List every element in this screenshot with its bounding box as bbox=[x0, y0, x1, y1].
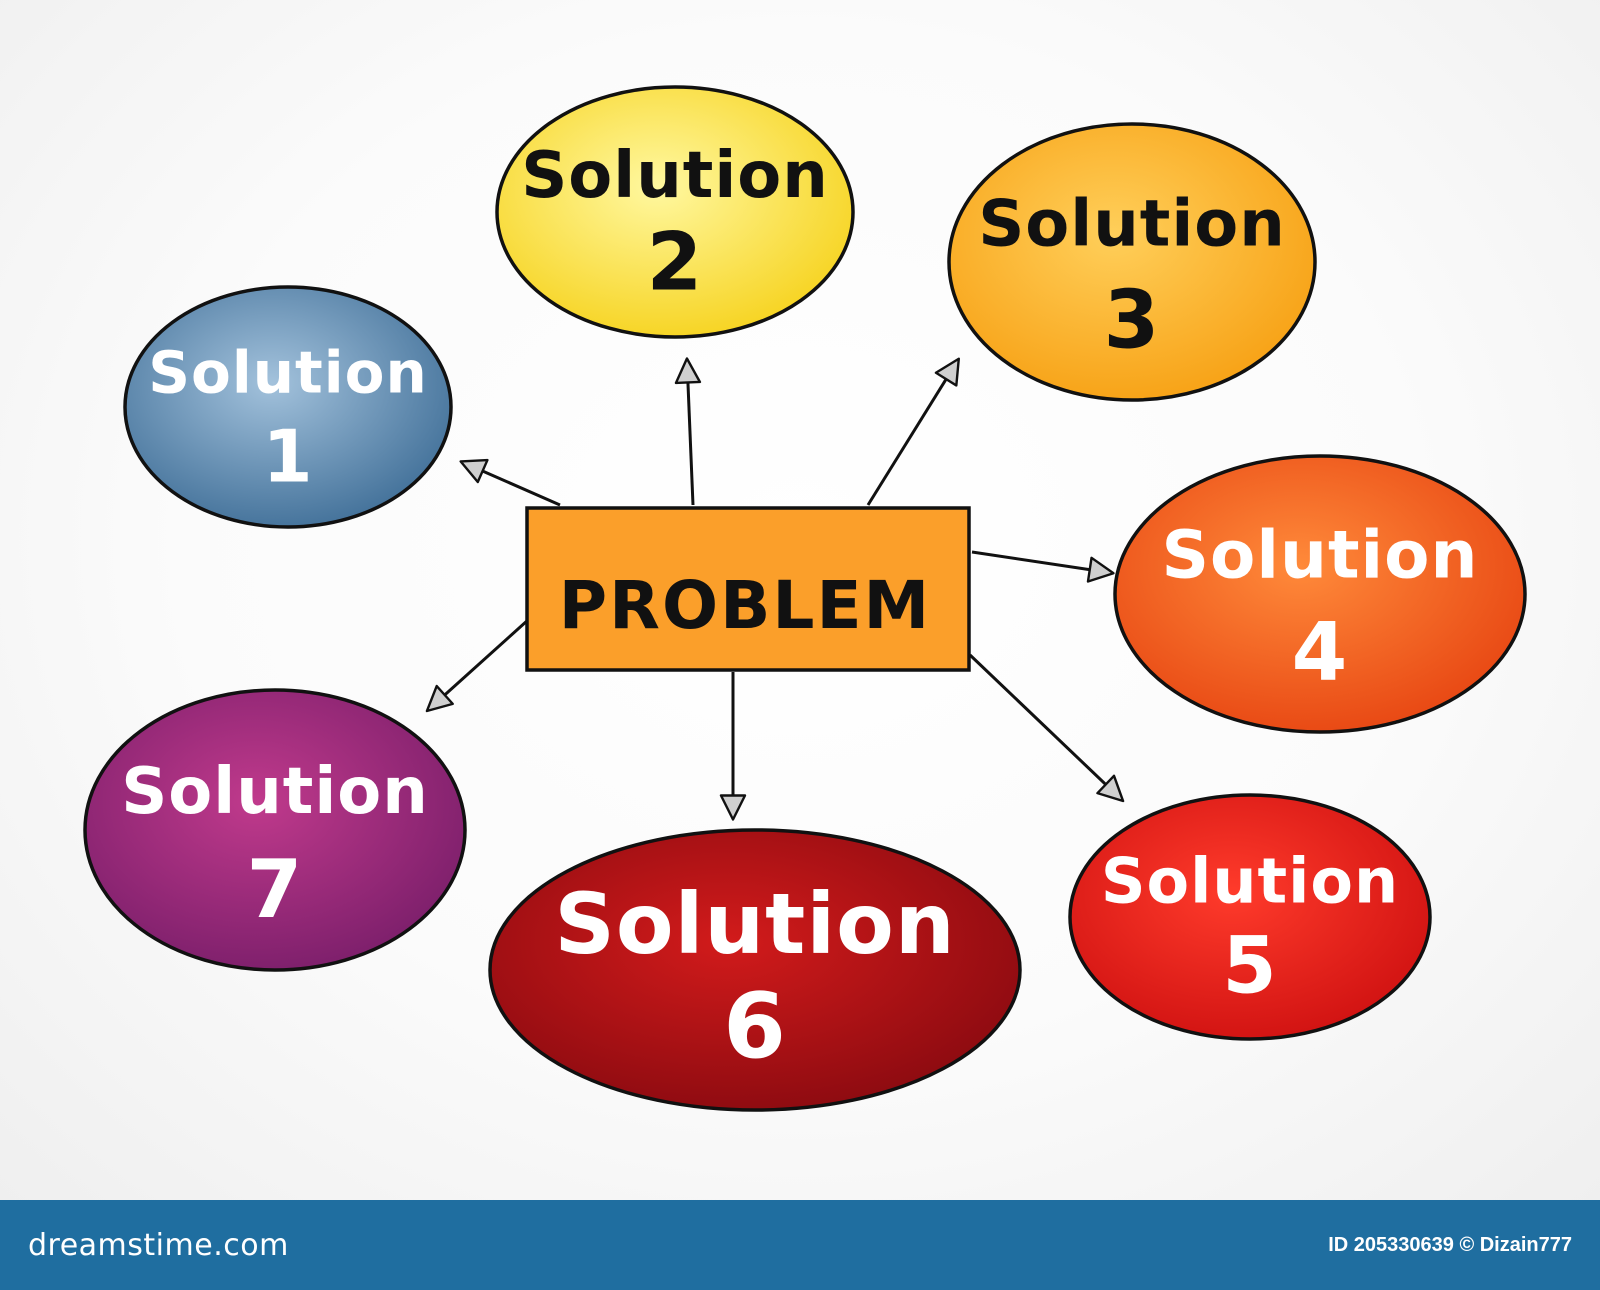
arrow-to-solution-7 bbox=[425, 618, 530, 713]
solution-3-ellipse bbox=[947, 122, 1317, 402]
solution-6-ellipse bbox=[488, 828, 1022, 1112]
solution-4-number: 4 bbox=[1292, 606, 1349, 699]
solution-1-ellipse bbox=[123, 285, 453, 529]
solution-2-number: 2 bbox=[647, 216, 704, 309]
arrow-to-solution-3 bbox=[866, 357, 960, 506]
problem-box bbox=[525, 506, 971, 672]
solution-1-number: 1 bbox=[262, 414, 313, 498]
arrow-to-solution-5 bbox=[968, 653, 1125, 803]
solution-5-number: 5 bbox=[1222, 922, 1277, 1012]
solution-7-number: 7 bbox=[247, 843, 304, 936]
solution-5-ellipse bbox=[1068, 793, 1432, 1041]
problem-label: PROBLEM bbox=[559, 567, 931, 644]
arrow-to-solution-2 bbox=[674, 357, 702, 506]
solution-2-label: Solution bbox=[521, 139, 829, 213]
solution-node-7: Solution 7 bbox=[83, 688, 467, 972]
solution-6-number: 6 bbox=[723, 974, 787, 1079]
arrow-to-solution-4 bbox=[971, 550, 1115, 583]
solution-node-3: Solution 3 bbox=[947, 122, 1317, 402]
solution-5-label: Solution bbox=[1101, 844, 1399, 917]
solution-4-label: Solution bbox=[1162, 516, 1479, 593]
arrow-to-solution-1 bbox=[459, 458, 561, 507]
footer-brand: dreamstime.com bbox=[28, 1227, 289, 1263]
solution-2-ellipse bbox=[495, 85, 855, 339]
solution-7-ellipse bbox=[83, 688, 467, 972]
solution-3-label: Solution bbox=[978, 187, 1286, 261]
solution-node-4: Solution 4 bbox=[1113, 454, 1527, 734]
solution-7-label: Solution bbox=[121, 755, 429, 829]
solution-node-1: Solution 1 bbox=[123, 285, 453, 529]
solution-1-label: Solution bbox=[148, 339, 428, 407]
solution-6-label: Solution bbox=[554, 875, 955, 973]
footer-bar: dreamstime.com ID 205330639 © Dizain777 bbox=[0, 1200, 1600, 1290]
problem-node: PROBLEM bbox=[525, 506, 971, 672]
connector-arrows bbox=[425, 357, 1125, 821]
footer-image-id: ID 205330639 © Dizain777 bbox=[1328, 1233, 1572, 1256]
solution-4-ellipse bbox=[1113, 454, 1527, 734]
solution-3-number: 3 bbox=[1104, 274, 1161, 367]
